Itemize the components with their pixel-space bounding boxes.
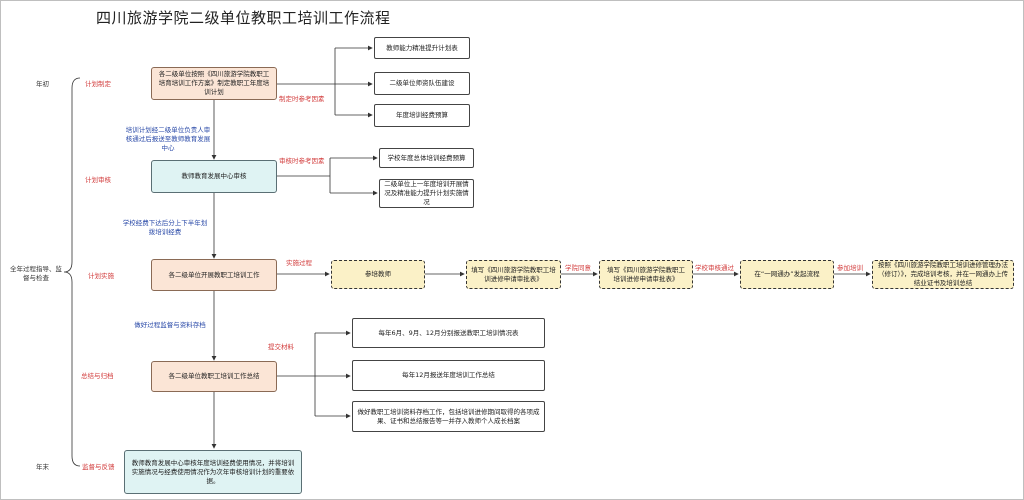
flow-note-1: 培训计划经二级单位负责人审核通过后报送至教师教育发展中心 (125, 126, 211, 152)
impl-label-college-approve: 学院同意 (565, 264, 591, 272)
review-factor-links (277, 158, 331, 193)
impl-label-school-approve: 学校审核通过 (695, 264, 734, 272)
plan-factor-links (277, 48, 336, 115)
impl-step-apply-school: 填写《四川旅游学院教职工培训进修申请审批表》 (599, 260, 693, 289)
submission-3: 做好教职工培训资料存档工作，包括培训进修期间取得的各项成果、证书和总结报告等一并… (352, 401, 545, 432)
branch-label-plan: 制定时参考因素 (279, 95, 325, 103)
review-factor-2: 二级单位上一年度培训开展情况及精准能力提升计划实施情况 (379, 179, 474, 208)
review-factor-1: 学校年度总体培训经费预算 (379, 148, 474, 168)
node-summary: 各二级单位教职工培训工作总结 (151, 361, 277, 392)
branch-label-submit: 提交材料 (268, 343, 294, 351)
flow-note-3: 做好过程监督与资料存档 (134, 321, 206, 329)
timeline-middle: 全年过程指导、监督与检查 (10, 265, 62, 282)
page-title: 四川旅游学院二级单位教职工培训工作流程 (96, 9, 391, 27)
submission-links (277, 333, 316, 416)
node-plan: 各二级单位按照《四川旅游学院教职工培育培训工作方案》制定教职工年度培训计划 (151, 67, 277, 100)
node-review: 教师教育发展中心审核 (151, 160, 277, 193)
branch-label-implement: 实施过程 (286, 259, 312, 267)
impl-step-online: 在“一网通办”发起流程 (740, 260, 834, 289)
phase-implement: 计划实施 (88, 272, 114, 280)
plan-factor-2: 二级单位师资队伍建设 (374, 72, 470, 95)
phase-supervision: 监督与反馈 (82, 463, 115, 471)
phase-review: 计划审核 (85, 176, 111, 184)
phase-plan: 计划制定 (85, 80, 111, 88)
impl-step-apply-college: 填写《四川旅游学院教职工培训进修申请审批表》 (466, 260, 561, 289)
timeline-brace (63, 77, 81, 467)
phase-summary: 总结与归档 (81, 372, 114, 380)
node-implement: 各二级单位开展教职工培训工作 (151, 259, 277, 291)
impl-label-attend: 参加培训 (837, 264, 863, 272)
impl-step-complete: 按照《四川旅游学院教职工培训进修管理办法（修订）》，完成培训考核，并在一网通办上… (872, 260, 1014, 289)
plan-factor-3: 年度培训经费预算 (374, 104, 470, 127)
timeline-start: 年初 (36, 80, 49, 88)
branch-label-review: 审核时参考因素 (279, 157, 325, 165)
submission-1: 每年6月、9月、12月分别报送教职工培训情况表 (352, 318, 545, 348)
plan-factor-1: 教师能力精准提升计划表 (374, 37, 470, 59)
flow-note-2: 学校经费下达后分上下半年划拨培训经费 (122, 219, 208, 236)
submission-2: 每年12月报送年度培训工作总结 (352, 360, 545, 391)
node-supervision: 教师教育发展中心审核年度培训经费使用情况，并将培训实施情况与经费使用情况作为次年… (124, 450, 302, 494)
timeline-end: 年末 (36, 463, 49, 471)
impl-step-participant: 参培教师 (331, 260, 425, 289)
